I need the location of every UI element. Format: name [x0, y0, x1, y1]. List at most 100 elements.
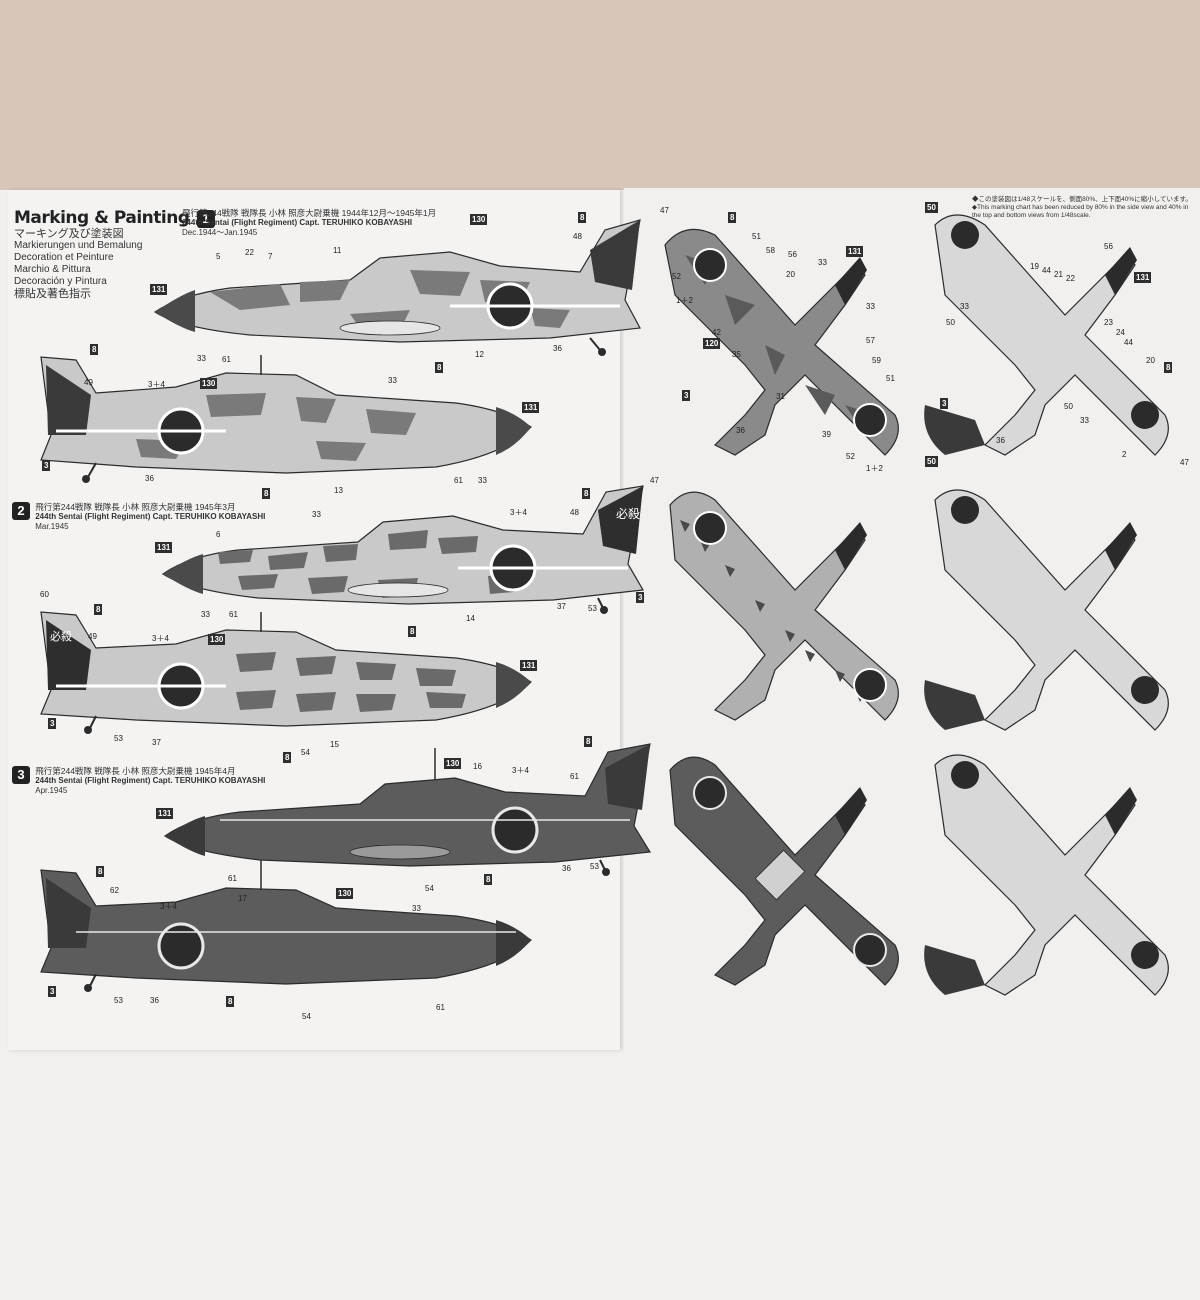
title-es: Decoración y Pintura: [14, 276, 107, 287]
scheme-2-jp: 飛行第244戦隊 戦隊長 小林 照彦大尉乗機 1945年3月: [35, 502, 236, 512]
callout: 49: [84, 378, 93, 387]
callout: 54: [302, 1012, 311, 1021]
callout: 47: [1180, 458, 1189, 467]
callout: 33: [412, 904, 421, 913]
tail-kanji-top: 必殺: [616, 507, 640, 521]
callout-tag: 3: [682, 390, 691, 401]
callout: 60: [40, 590, 49, 599]
callout: 36: [736, 426, 745, 435]
callout-tag: 3: [48, 718, 57, 729]
callout: 20: [1146, 356, 1155, 365]
callout-tag: 8: [408, 626, 417, 637]
callout: 19: [1030, 262, 1039, 271]
callout: 37: [557, 602, 566, 611]
scale-note-en-1: ◆This marking chart has been reduced by …: [972, 204, 1189, 211]
callout: 49: [88, 632, 97, 641]
callout: 33: [201, 610, 210, 619]
callout: 53: [114, 734, 123, 743]
scheme-2-top-view: [669, 491, 899, 721]
scheme-2-date: Mar.1945: [35, 522, 69, 531]
callout: 44: [1042, 266, 1051, 275]
callout: 13: [334, 486, 343, 495]
scheme-1-side-view-left: [40, 355, 532, 483]
callout: 56: [788, 250, 797, 259]
callout: 53: [588, 604, 597, 613]
title-fr: Decoration et Peinture: [14, 252, 114, 263]
callout: 3＋4: [160, 902, 177, 911]
callout: 47: [660, 206, 669, 215]
callout-tag: 8: [578, 212, 587, 223]
callout: 56: [1104, 242, 1113, 251]
callout-tag: 8: [484, 874, 493, 885]
callout: 61: [222, 355, 231, 364]
callout: 47: [650, 476, 659, 485]
callout: 3＋4: [152, 634, 169, 643]
scheme-1-top-view: [664, 228, 899, 456]
callout-tag: 8: [1164, 362, 1173, 373]
callout: 20: [786, 270, 795, 279]
callout: 33: [866, 302, 875, 311]
callout-tag: 131: [156, 808, 174, 819]
scheme-3-bottom-view: [924, 754, 1169, 996]
callout: 51: [752, 232, 761, 241]
scheme-3-side-view-left: [40, 860, 532, 992]
callout-tag: 131: [522, 402, 540, 413]
callout: 42: [712, 328, 721, 337]
callout: 54: [301, 748, 310, 757]
callout: 33: [960, 302, 969, 311]
callout-tag: 8: [262, 488, 271, 499]
tail-kanji-bottom: 必殺: [50, 629, 72, 643]
scheme-number-badge: 1: [196, 209, 215, 228]
callout-tag: 8: [283, 752, 292, 763]
scheme-1-header: 飛行第244戦隊 戦隊長 小林 照彦大尉乗機 1944年12月〜1945年1月 …: [182, 208, 436, 238]
page-title: Marking & Painting: [14, 208, 190, 228]
scheme-1-date: Dec.1944〜Jan.1945: [182, 228, 258, 237]
callout: 50: [1064, 402, 1073, 411]
callout: 22: [1066, 274, 1075, 283]
callout: 2: [1122, 450, 1127, 459]
callout-tag: 130: [444, 758, 462, 769]
callout-tag: 130: [200, 378, 218, 389]
scheme-1-side-view-right: [153, 219, 641, 356]
title-block: Marking & Painting 1 マーキング及び塗装図 Markieru…: [14, 208, 215, 300]
scale-note-en-2: the top and bottom views from 1/48scale.: [972, 212, 1091, 219]
callout-tag: 8: [96, 866, 105, 877]
callout-tag: 120: [703, 338, 721, 349]
callout-tag: 8: [728, 212, 737, 223]
callout: 33: [1080, 416, 1089, 425]
callout-tag: 8: [435, 362, 444, 373]
callout: 33: [388, 376, 397, 385]
scheme-2-number: 2: [12, 502, 30, 520]
callout: 52: [672, 272, 681, 281]
callout-tag: 131: [846, 246, 864, 257]
callout: 3＋4: [148, 380, 165, 389]
callout-tag: 8: [90, 344, 99, 355]
scale-note-jp: ◆この塗装図は1/48スケールを、側面80%、上下面40%に縮小しています。: [972, 196, 1192, 203]
scheme-3-header: 3 飛行第244戦隊 戦隊長 小林 照彦大尉乗機 1945年4月 244th S…: [12, 766, 265, 796]
callout-tag: 8: [226, 996, 235, 1007]
callout: 36: [150, 996, 159, 1005]
callout: 3＋4: [512, 766, 529, 775]
callout: 24: [1116, 328, 1125, 337]
callout: 11: [333, 246, 342, 255]
scale-note: ◆この塗装図は1/48スケールを、側面80%、上下面40%に縮小しています。 ◆…: [972, 196, 1194, 220]
callout-tag: 131: [520, 660, 538, 671]
callout-tag: 3: [940, 398, 949, 409]
callout-tag: 131: [1134, 272, 1152, 283]
callout: 7: [268, 252, 273, 261]
callout: 31: [776, 392, 785, 401]
callout-tag: 50: [925, 202, 938, 213]
title-it: Marchio & Pittura: [14, 264, 91, 275]
callout: 6: [216, 530, 221, 539]
callout: 33: [312, 510, 321, 519]
callout: 17: [238, 894, 247, 903]
callout: 16: [473, 762, 482, 771]
scheme-3-date: Apr.1945: [35, 786, 68, 795]
callout: 61: [436, 1003, 445, 1012]
callout: 62: [110, 886, 119, 895]
callout: 61: [570, 772, 579, 781]
callout: 21: [1054, 270, 1063, 279]
callout: 58: [766, 246, 775, 255]
scheme-2-header: 2 飛行第244戦隊 戦隊長 小林 照彦大尉乗機 1945年3月 244th S…: [12, 502, 265, 532]
callout: 52: [846, 452, 855, 461]
